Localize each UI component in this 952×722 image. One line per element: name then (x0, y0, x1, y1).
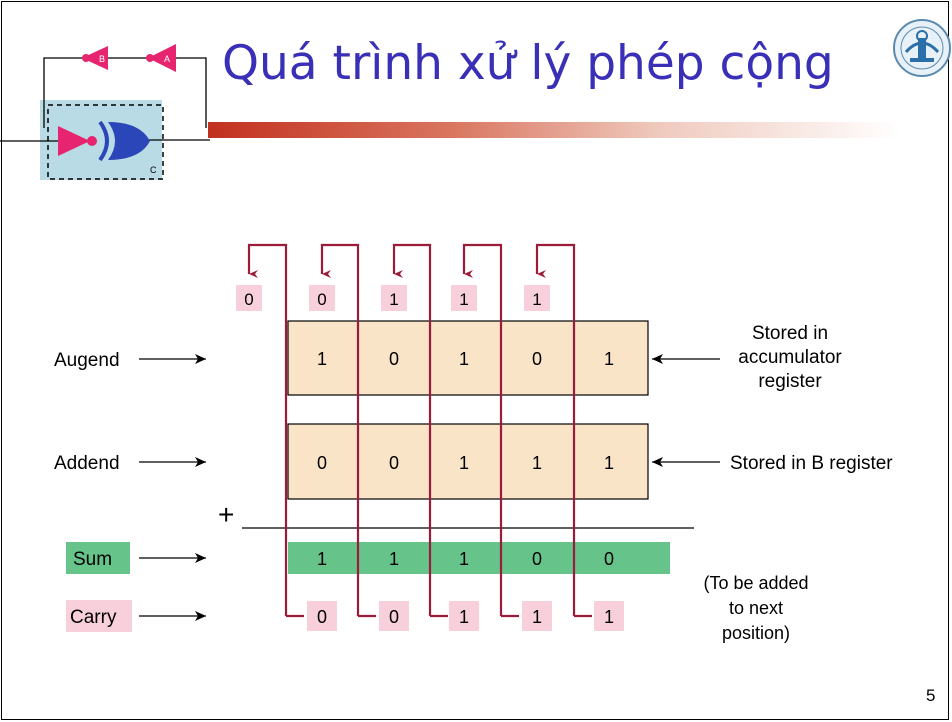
augend-bit-2: 1 (459, 349, 469, 369)
carry-in-value-3: 1 (459, 290, 468, 309)
carry-in-box-3 (451, 285, 477, 311)
logic-gate-logo-icon: B A C (0, 44, 210, 180)
sum-label: Sum (73, 549, 112, 570)
carry-out-bit-1: 0 (389, 607, 399, 627)
carry-wire-3 (462, 243, 503, 616)
carry-note-line1: (To be added (703, 573, 808, 593)
augend-note-line1: Stored in (752, 323, 828, 344)
augend-label: Augend (54, 350, 120, 371)
carry-wires (247, 243, 592, 618)
b-register (287, 423, 649, 500)
carry-in-value-4: 1 (532, 290, 541, 309)
plus-sign: + (218, 499, 234, 530)
sum-bit-4: 0 (604, 549, 614, 569)
carry-out-box-1 (379, 601, 409, 631)
carry-in-box-4 (524, 285, 550, 311)
carry-out-bit-0: 0 (317, 607, 327, 627)
carry-out-bit-4: 1 (604, 607, 614, 627)
title-underline-bar (208, 122, 900, 138)
carry-in-box-1 (309, 285, 335, 311)
carry-out-box-4 (594, 601, 624, 631)
carry-label: Carry (70, 607, 117, 628)
carry-in-box-2 (381, 285, 407, 311)
carry-note-line2: to next (729, 598, 783, 618)
carry-out-box-0 (307, 601, 337, 631)
slide-title: Quá trình xử lý phép cộng (222, 36, 834, 91)
carry-wire-1 (320, 243, 360, 616)
accumulator-register (287, 320, 649, 396)
addend-note: Stored in B register (730, 453, 893, 474)
carry-in-value-0: 0 (244, 290, 253, 309)
addend-bit-1: 0 (389, 453, 399, 473)
gate-label-a: A (164, 54, 170, 64)
carry-wire-2 (392, 243, 432, 616)
carry-in-box-0 (236, 285, 262, 311)
sum-bit-1: 1 (389, 549, 399, 569)
sum-band (288, 542, 670, 574)
gate-label-c: C (150, 165, 157, 175)
gate-label-b: B (99, 54, 105, 64)
carry-in-value-2: 1 (389, 290, 398, 309)
addend-label: Addend (54, 453, 120, 474)
sum-label-box (66, 542, 130, 574)
carry-wire-4 (535, 243, 576, 616)
carry-label-box (66, 600, 132, 632)
carry-in-row: 0 0 1 1 1 (236, 285, 550, 311)
carry-out-bit-2: 1 (459, 607, 469, 627)
sum-bit-3: 0 (532, 549, 542, 569)
addend-bit-2: 1 (459, 453, 469, 473)
carry-out-box-3 (522, 601, 552, 631)
addend-bit-4: 1 (604, 453, 614, 473)
bit-values: 1 0 1 0 1 0 0 1 1 1 1 1 1 0 0 0 0 1 1 1 (307, 349, 624, 631)
addend-bit-0: 0 (317, 453, 327, 473)
carry-wire-0 (247, 243, 288, 616)
augend-bit-1: 0 (389, 349, 399, 369)
carry-note-line3: position) (722, 623, 790, 643)
carry-in-value-1: 0 (317, 290, 326, 309)
augend-bit-0: 1 (317, 349, 327, 369)
addend-bit-3: 1 (532, 453, 542, 473)
augend-bit-3: 0 (532, 349, 542, 369)
augend-note-line3: register (758, 371, 822, 392)
page-number: 5 (926, 686, 936, 705)
augend-bit-4: 1 (604, 349, 614, 369)
augend-note-line2: accumulator (738, 347, 842, 368)
sum-bit-0: 1 (317, 549, 327, 569)
sum-bit-2: 1 (459, 549, 469, 569)
carry-out-bit-3: 1 (532, 607, 542, 627)
university-seal-icon (893, 19, 951, 77)
carry-out-box-2 (449, 601, 479, 631)
